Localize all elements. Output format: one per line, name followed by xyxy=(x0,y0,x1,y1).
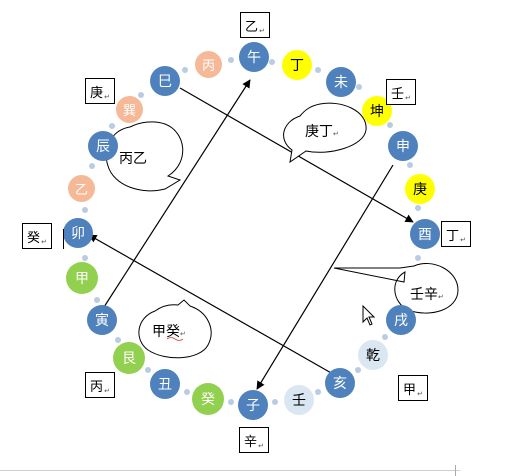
box-bing-label: 丙 xyxy=(90,379,104,395)
node-qian: 乾 xyxy=(358,340,388,370)
node-yi-label: 乙 xyxy=(74,183,88,198)
node-jia: 甲 xyxy=(66,262,98,294)
node-zi: 子 xyxy=(238,390,268,420)
box-ren-label: 壬 xyxy=(391,86,405,102)
node-gui: 癸 xyxy=(192,383,224,415)
box-geng: 庚↵ xyxy=(85,78,115,104)
paragraph-mark: ↵ xyxy=(180,330,186,338)
node-ren-label: 壬 xyxy=(292,393,306,409)
box-ren: 壬↵ xyxy=(386,79,416,105)
paragraph-mark: ↵ xyxy=(333,130,339,138)
paragraph-mark: ↵ xyxy=(438,293,444,301)
bubble-geng-ding-label: 庚丁 xyxy=(305,124,333,140)
node-xun: 巽 xyxy=(116,96,143,123)
node-hai: 亥 xyxy=(325,368,355,398)
arrow-hai-to-mao xyxy=(88,234,334,375)
bubble-ren-xin: 壬辛↵ xyxy=(410,284,444,304)
node-gen-label: 艮 xyxy=(122,351,136,367)
node-you-label: 酉 xyxy=(418,227,432,243)
node-wu-label: 午 xyxy=(247,50,261,66)
bubble-jia-gui: 甲癸↵ xyxy=(152,321,186,341)
node-geng-right-label: 庚 xyxy=(413,182,427,198)
paragraph-mark: ↵ xyxy=(41,238,47,246)
paragraph-mark: ↵ xyxy=(104,93,110,101)
node-mao: 卯 xyxy=(63,218,93,248)
node-chen-label: 辰 xyxy=(96,139,110,155)
bubble-bing-yi: 丙乙 xyxy=(119,148,147,168)
paragraph-mark: ↵ xyxy=(258,442,264,450)
paragraph-mark: ↵ xyxy=(417,390,423,398)
arrow-shen-to-zi xyxy=(256,164,394,390)
bubble-ren-xin-shape xyxy=(333,262,459,314)
node-xu: 戌 xyxy=(386,305,416,335)
bubble-jia-gui-label: 甲癸 xyxy=(152,324,180,340)
node-chou-label: 丑 xyxy=(158,377,172,393)
bubble-bing-yi-label: 丙乙 xyxy=(119,151,147,167)
box-ding: 丁↵ xyxy=(441,221,471,247)
box-xin-label: 辛 xyxy=(244,434,258,450)
node-you: 酉 xyxy=(410,219,440,249)
speech-bubbles xyxy=(105,102,459,359)
box-yi-label: 乙 xyxy=(245,19,259,35)
node-gui-label: 癸 xyxy=(201,392,215,408)
box-ding-label: 丁 xyxy=(446,228,460,244)
mouse-pointer-icon xyxy=(362,305,376,326)
node-bing-label: 丙 xyxy=(201,59,215,74)
bubble-geng-ding: 庚丁↵ xyxy=(305,121,339,141)
bubble-jia-gui-shape xyxy=(138,299,212,359)
node-yin-label: 寅 xyxy=(95,313,109,329)
box-yi: 乙↵ xyxy=(240,12,270,38)
box-bing: 丙↵ xyxy=(85,372,115,398)
node-si-label: 巳 xyxy=(158,74,172,90)
box-gui: 癸↵ xyxy=(22,223,52,249)
node-wei-label: 未 xyxy=(334,75,348,91)
node-bing: 丙 xyxy=(195,51,222,78)
node-shen-label: 申 xyxy=(396,139,410,155)
node-yi: 乙 xyxy=(68,175,95,202)
node-geng-right: 庚 xyxy=(405,174,435,204)
box-xin: 辛↵ xyxy=(239,427,269,453)
box-geng-label: 庚 xyxy=(90,85,104,101)
bubble-geng-ding-shape xyxy=(283,102,367,164)
node-yin: 寅 xyxy=(87,305,117,335)
node-shen: 申 xyxy=(388,131,418,161)
node-gen: 艮 xyxy=(113,342,145,374)
node-ding-upper: 丁 xyxy=(282,50,312,80)
node-chen: 辰 xyxy=(88,131,118,161)
box-jia: 甲↵ xyxy=(398,375,428,401)
box-jia-label: 甲 xyxy=(403,382,417,398)
node-zi-label: 子 xyxy=(246,398,260,414)
paragraph-mark: ↵ xyxy=(104,387,110,395)
node-chou: 丑 xyxy=(150,369,180,399)
paragraph-mark: ↵ xyxy=(460,236,466,244)
node-mao-label: 卯 xyxy=(71,226,85,242)
node-xun-label: 巽 xyxy=(122,104,136,119)
bubble-ren-xin-label: 壬辛 xyxy=(410,287,438,303)
node-ding-upper-label: 丁 xyxy=(290,58,304,74)
node-si: 巳 xyxy=(150,66,180,96)
node-wei: 未 xyxy=(326,67,356,97)
page-corner-mark xyxy=(455,465,456,476)
box-gui-label: 癸 xyxy=(27,230,41,246)
page-bottom-rule xyxy=(0,470,460,471)
node-qian-label: 乾 xyxy=(366,348,380,364)
node-kun-label: 坤 xyxy=(370,104,384,120)
node-jia-label: 甲 xyxy=(75,271,89,287)
node-ren: 壬 xyxy=(284,385,314,415)
paragraph-mark: ↵ xyxy=(405,94,411,102)
text-cursor-bar xyxy=(63,229,64,249)
node-hai-label: 亥 xyxy=(333,376,347,392)
arrows xyxy=(88,79,414,390)
node-wu: 午 xyxy=(239,42,269,72)
arrow-yin-to-wu xyxy=(103,79,251,308)
node-xu-label: 戌 xyxy=(394,313,408,329)
paragraph-mark: ↵ xyxy=(259,27,265,35)
